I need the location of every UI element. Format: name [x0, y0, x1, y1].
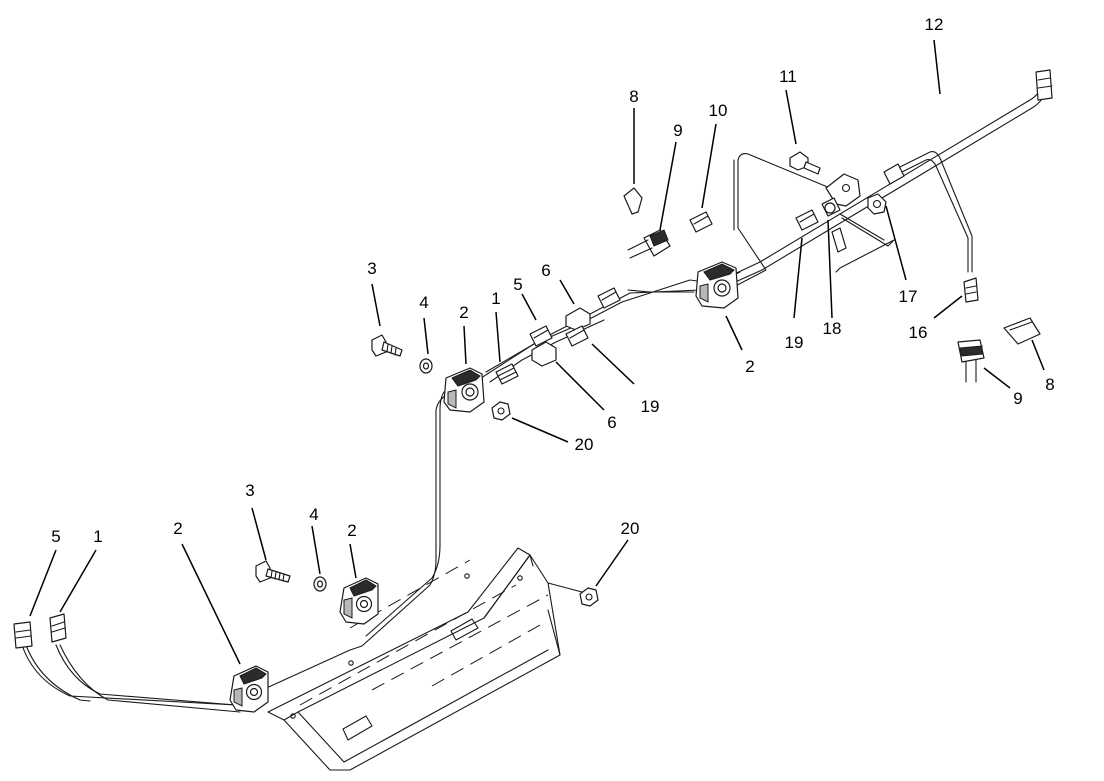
callout-10: 10 — [709, 101, 728, 120]
fitting-cluster-upper-right — [789, 151, 905, 253]
callout-4: 4 — [419, 293, 428, 312]
callout-6: 6 — [541, 261, 550, 280]
screw-lower — [255, 560, 291, 583]
callout-17: 17 — [899, 287, 918, 306]
washer-upper — [419, 358, 433, 374]
end-fitting-top-right — [1035, 69, 1053, 101]
callout-labels: 12 8 9 10 11 3 4 2 1 5 6 6 19 20 2 19 18… — [51, 15, 1054, 546]
end-fittings-lower-left — [13, 613, 67, 649]
screw-upper — [371, 334, 403, 357]
callout-20: 20 — [575, 435, 594, 454]
clamp-upper-left — [443, 367, 485, 413]
callout-8: 8 — [1045, 375, 1054, 394]
callout-1: 1 — [93, 527, 102, 546]
callout-20: 20 — [621, 519, 640, 538]
quick-coupler-upper — [623, 187, 713, 259]
callout-9: 9 — [1013, 389, 1022, 408]
clamp-lower-left — [229, 665, 269, 713]
callout-5: 5 — [513, 275, 522, 294]
callout-6: 6 — [607, 413, 616, 432]
callout-1: 1 — [491, 289, 500, 308]
callout-3: 3 — [367, 259, 376, 278]
callout-2: 2 — [745, 357, 754, 376]
leader-lines — [29, 39, 1045, 665]
callout-3: 3 — [245, 481, 254, 500]
callout-9: 9 — [673, 121, 682, 140]
clamp-lower-middle — [339, 577, 379, 625]
nut-lower — [579, 587, 599, 607]
callout-2: 2 — [347, 521, 356, 540]
callout-8: 8 — [629, 87, 638, 106]
washer-lower — [313, 576, 327, 592]
callout-19: 19 — [641, 397, 660, 416]
callout-18: 18 — [823, 319, 842, 338]
callout-2: 2 — [173, 519, 182, 538]
callout-5: 5 — [51, 527, 60, 546]
quick-coupler-right — [957, 277, 1041, 383]
callout-12: 12 — [925, 15, 944, 34]
callout-19: 19 — [785, 333, 804, 352]
callout-16: 16 — [909, 323, 928, 342]
callout-2: 2 — [459, 303, 468, 322]
callout-11: 11 — [779, 67, 797, 86]
clamp-upper-right — [695, 261, 739, 309]
fitting-cluster-middle — [495, 287, 621, 385]
mounting-bracket — [267, 547, 583, 771]
callout-4: 4 — [309, 505, 318, 524]
nut-upper — [491, 401, 511, 421]
